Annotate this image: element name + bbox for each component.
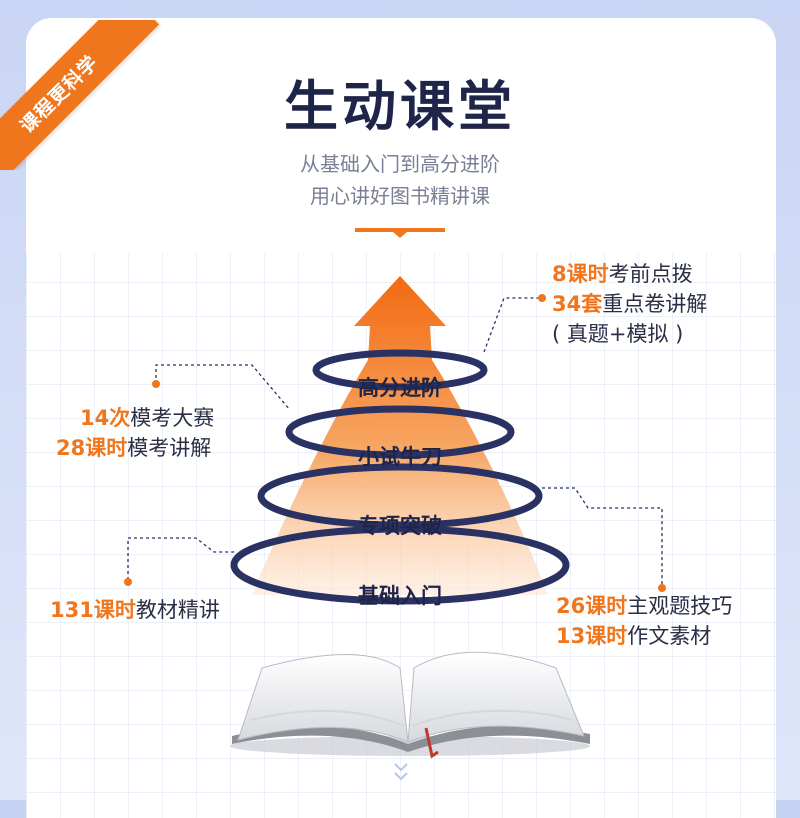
level-label-breakthrough: 专项突破 (358, 514, 442, 538)
ring-level-2 (257, 463, 543, 529)
ring-level-3 (285, 405, 515, 459)
level-label-practice: 小试牛刀 (358, 445, 442, 469)
subtitle-line-1: 从基础入门到高分进阶 (300, 152, 500, 176)
progress-illustration (124, 276, 666, 759)
ribbon-text: 课程更科学 (15, 50, 103, 138)
callout-left-bottom: 131课时教材精讲 (50, 598, 220, 622)
level-label-basics: 基础入门 (358, 584, 442, 608)
open-book-icon (230, 651, 590, 759)
subtitle-line-2: 用心讲好图书精讲课 (310, 184, 490, 208)
callout-right-bottom-line-2: 13课时作文素材 (556, 624, 712, 648)
ring-level-1 (230, 525, 570, 605)
callout-right-bottom-line-1: 26课时主观题技巧 (556, 594, 733, 618)
callout-top-right-line-3: ( 真题+模拟 ) (552, 322, 684, 346)
callout-left-mid-line-2: 28课时模考讲解 (56, 436, 212, 460)
corner-ribbon: 课程更科学 (0, 20, 162, 170)
callout-left-mid-line-1: 14次模考大赛 (80, 406, 215, 430)
callout-top-right-line-2: 34套重点卷讲解 (552, 292, 708, 316)
page-title: 生动课堂 (284, 75, 516, 138)
double-chevron-down-icon (394, 763, 408, 781)
up-arrow-icon (252, 276, 548, 595)
ring-level-4 (312, 349, 488, 391)
divider-with-pointer (355, 228, 445, 238)
level-label-advanced: 高分进阶 (358, 376, 442, 400)
callout-top-right-line-1: 8课时考前点拨 (552, 262, 693, 286)
